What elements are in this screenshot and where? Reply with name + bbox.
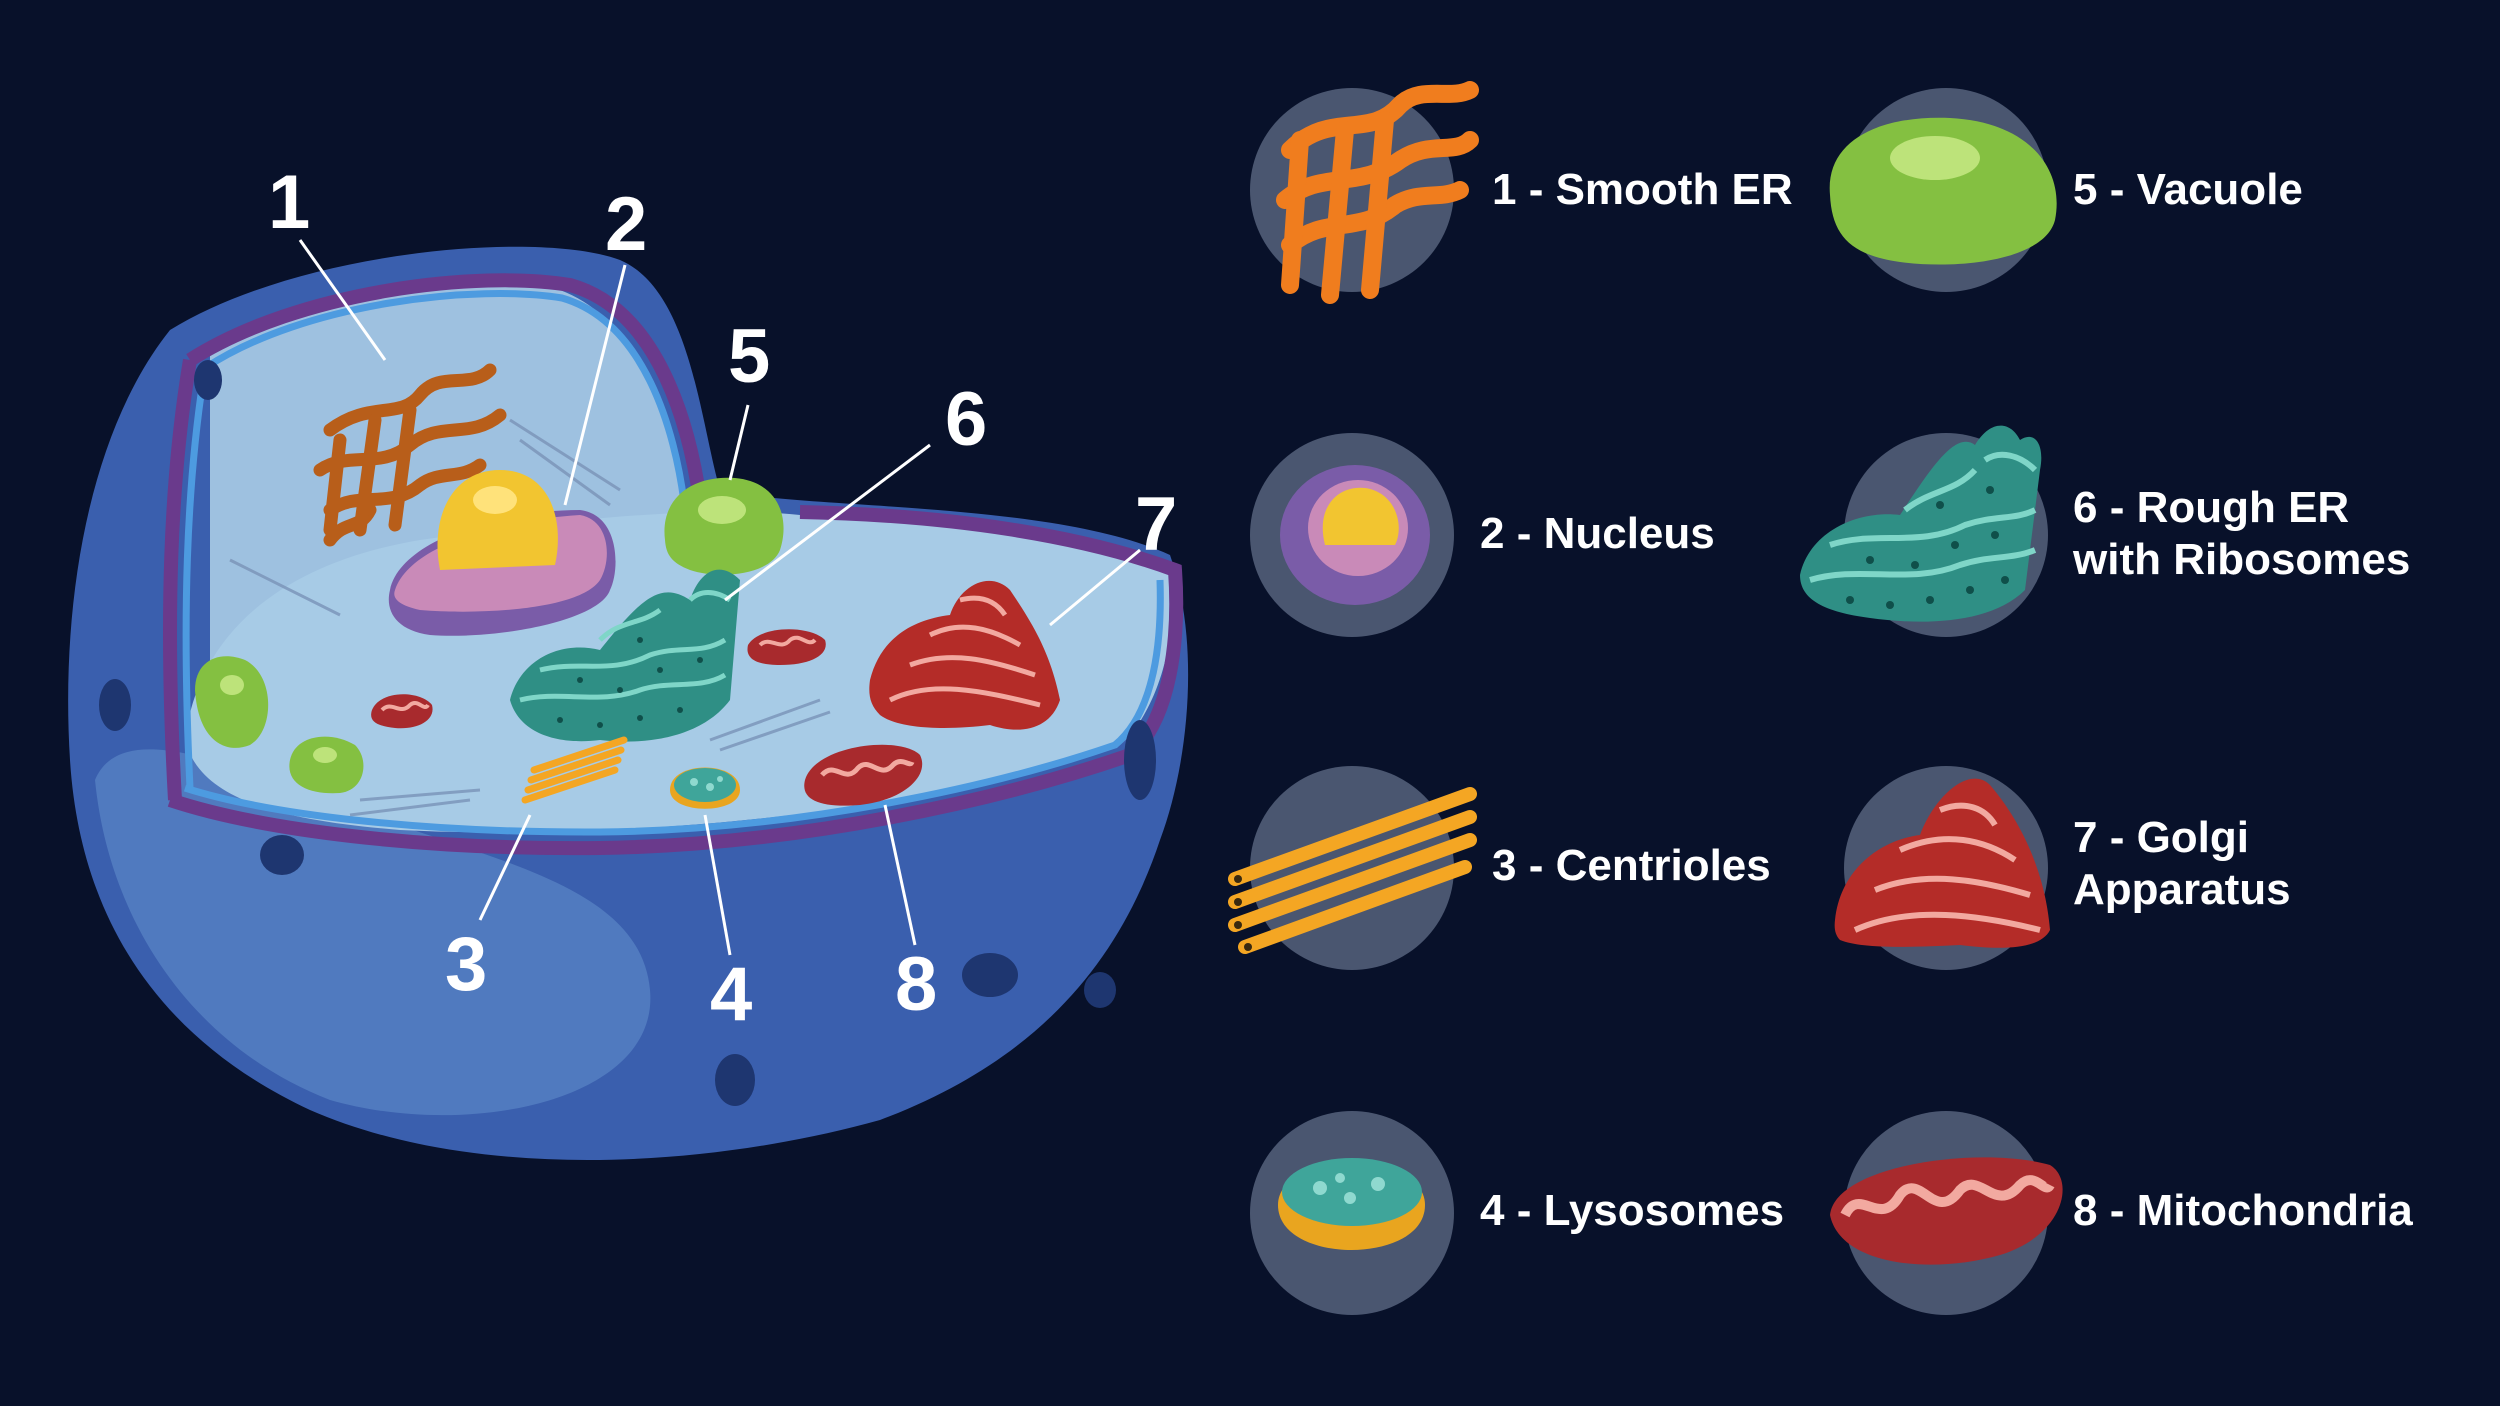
smooth-er-in-cell xyxy=(313,363,507,547)
legend-label-mitochondria: 8 - Mitochondria xyxy=(2073,1186,2413,1235)
surface-pit xyxy=(715,1054,755,1106)
membrane-rim-floor xyxy=(167,505,1184,856)
legend-label-rough-er: 6 - Rough ER with Ribosomes xyxy=(2073,482,2410,586)
mitochondria-small-in-cell xyxy=(371,629,826,729)
legend-label-lysosomes: 4 - Lysosomes xyxy=(1480,1186,1785,1235)
legend-icon-vacuole xyxy=(1829,88,2057,292)
vacuole-small-bottom xyxy=(289,736,364,794)
surface-pit xyxy=(962,953,1018,997)
cytoplasm-highlight xyxy=(95,749,651,1116)
legend-label-rough-er-line1: 6 - Rough ER xyxy=(2073,483,2350,532)
legend-label-smooth-er: 1 - Smooth ER xyxy=(1492,165,1793,214)
legend-label-golgi-line1: 7 - Golgi xyxy=(2073,813,2249,862)
legend-icon-lysosomes xyxy=(1250,1111,1454,1315)
membrane-rim-left-inner xyxy=(182,367,209,789)
surface-pit xyxy=(260,835,304,875)
legend-label-golgi-line2: Apparatus xyxy=(2073,865,2291,914)
legend-icon-rough-er xyxy=(1800,425,2048,637)
callout-number-7: 7 xyxy=(1135,482,1177,567)
legend-label-golgi: 7 - Golgi Apparatus xyxy=(2073,812,2291,916)
centrioles-in-cell xyxy=(521,736,628,804)
membrane-rim-left xyxy=(163,358,197,801)
callout-lines xyxy=(298,239,1141,956)
callout-number-1: 1 xyxy=(268,160,310,245)
legend-icon-mitochondria xyxy=(1830,1111,2063,1315)
legend-label-rough-er-line2: with Ribosomes xyxy=(2073,535,2411,584)
cytoskeleton xyxy=(229,418,831,817)
surface-pit xyxy=(99,679,131,731)
vacuole-in-cell xyxy=(664,477,784,575)
nucleus-in-cell xyxy=(388,470,616,636)
membrane-rim-back-inner xyxy=(203,290,688,503)
legend-icon-nucleus xyxy=(1250,433,1454,637)
legend-icon-smooth-er xyxy=(1250,81,1479,304)
callout-number-8: 8 xyxy=(895,942,937,1027)
surface-pit xyxy=(1124,720,1156,800)
callout-number-2: 2 xyxy=(605,182,647,267)
legend-icon-centrioles xyxy=(1228,766,1477,970)
rough-er-in-cell xyxy=(510,569,740,742)
vacuole-small-left xyxy=(195,656,269,748)
surface-pit xyxy=(194,360,222,400)
legend-label-vacuole: 5 - Vacuole xyxy=(2073,165,2303,214)
legend-label-nucleus: 2 - Nucleus xyxy=(1480,509,1715,558)
surface-pit xyxy=(1084,972,1116,1008)
legend-label-centrioles: 3 - Centrioles xyxy=(1492,841,1771,890)
mitochondria-in-cell xyxy=(804,744,923,806)
callout-number-5: 5 xyxy=(728,314,770,399)
lysosome-in-cell xyxy=(670,767,740,809)
golgi-in-cell xyxy=(869,580,1060,730)
callout-number-4: 4 xyxy=(710,952,752,1037)
callout-number-3: 3 xyxy=(445,922,487,1007)
membrane-rim-back xyxy=(186,273,707,501)
membrane-rim-floor-inner xyxy=(183,579,1164,836)
legend-icon-golgi xyxy=(1834,766,2050,970)
callout-number-6: 6 xyxy=(945,377,987,462)
